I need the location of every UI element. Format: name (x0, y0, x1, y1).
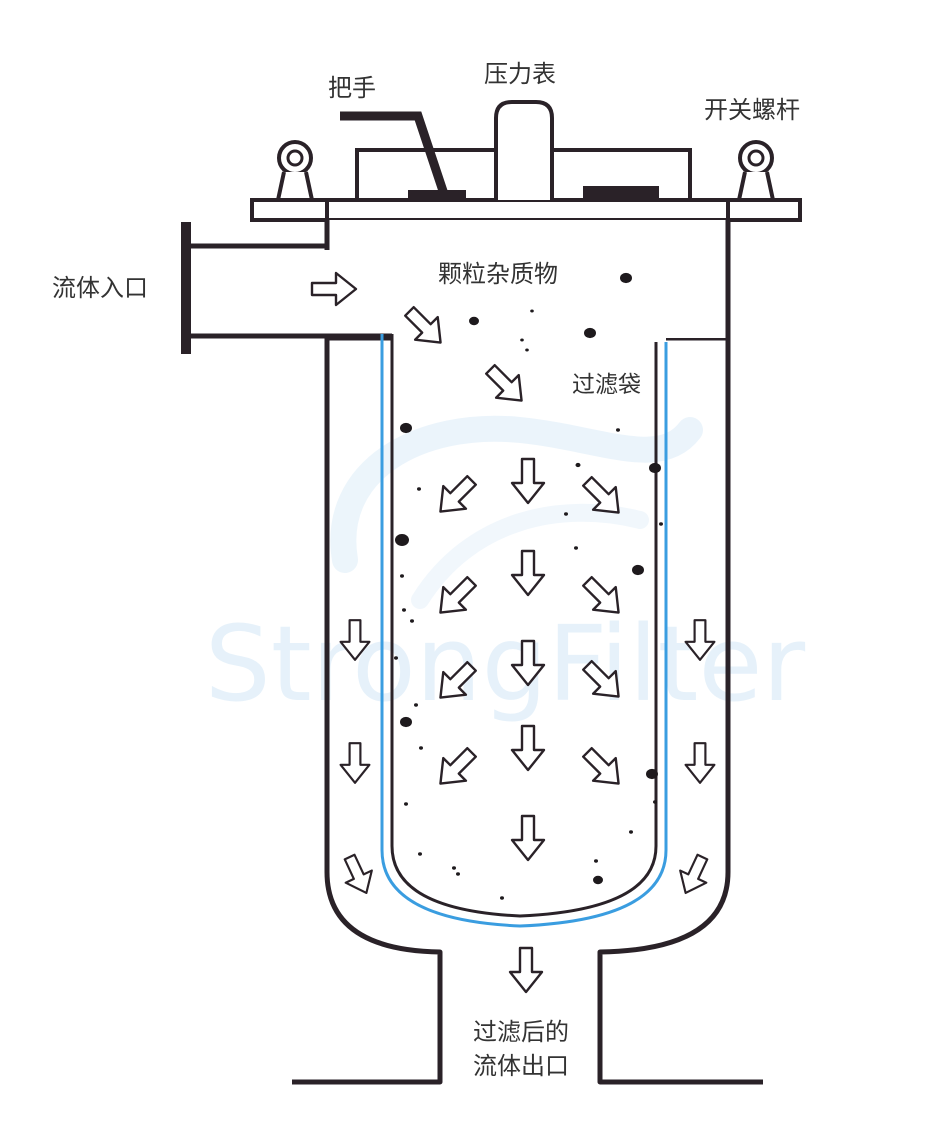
impurity-particle (564, 512, 568, 516)
label-outlet-line2: 流体出口 (473, 1052, 569, 1080)
impurity-particle (410, 619, 414, 623)
impurity-particle (400, 422, 412, 434)
impurity-particle (520, 338, 524, 342)
flow-arrow-icon (582, 476, 620, 514)
lid-seal (583, 186, 659, 200)
label-switch-bolt: 开关螺杆 (704, 96, 800, 124)
handle-icon (340, 111, 449, 196)
impurity-particle (400, 574, 404, 578)
impurity-particles (394, 272, 663, 900)
label-handle: 把手 (328, 74, 376, 102)
impurity-particle (469, 316, 479, 326)
flow-arrow-icon (510, 457, 546, 505)
flow-arrow-icon (684, 742, 716, 784)
flow-arrow-icon (679, 853, 709, 895)
impurity-particle (653, 800, 657, 804)
flow-arrow-icon (439, 661, 477, 699)
handle-base (408, 190, 466, 200)
label-impurities: 颗粒杂质物 (438, 260, 558, 288)
watermark-text: StrongFilter (205, 603, 806, 725)
flow-arrow-icon (582, 576, 620, 614)
flow-arrow-icon (510, 724, 546, 772)
flow-arrow-icon (339, 742, 371, 784)
pressure-gauge-icon (494, 100, 554, 200)
flow-arrow-icon (582, 747, 620, 785)
top-flange (250, 198, 802, 222)
impurity-particle (404, 802, 408, 806)
impurity-particle (530, 309, 534, 313)
impurity-particle (593, 875, 603, 885)
impurity-particle (659, 522, 663, 526)
flow-arrow-icon (582, 660, 620, 698)
impurity-particle (646, 768, 658, 780)
label-outlet-line1: 过滤后的 (473, 1018, 569, 1046)
filter-bag-inner (390, 334, 658, 918)
impurity-particle (456, 872, 460, 876)
watermark-logo (330, 415, 703, 609)
impurity-particle (402, 608, 406, 612)
flow-arrow-icon (508, 946, 544, 994)
impurity-particle (500, 896, 504, 900)
label-fluid-inlet: 流体入口 (52, 274, 148, 302)
impurity-particle (414, 703, 418, 707)
impurity-particle (616, 428, 620, 432)
impurity-particle (594, 859, 598, 863)
flow-arrow-icon (510, 639, 546, 687)
flow-arrow-icon (439, 576, 477, 614)
impurity-particle (418, 852, 422, 856)
impurity-particle (632, 564, 644, 576)
filter-bag-outline (380, 334, 668, 928)
inlet-flange (181, 222, 191, 354)
flow-arrow-icon (404, 306, 442, 344)
switch-bolt-left-icon (275, 140, 315, 202)
flow-arrow-icon (439, 747, 477, 785)
top-flange-inner (327, 220, 728, 338)
flow-arrow-icon (510, 814, 546, 862)
label-filter-bag: 过滤袋 (572, 372, 641, 398)
impurity-particle (525, 348, 529, 352)
impurity-particle (419, 746, 423, 750)
impurity-particle (452, 866, 456, 870)
impurity-particle (649, 462, 661, 474)
impurity-particle (400, 716, 412, 728)
impurity-particle (417, 487, 421, 491)
inlet-pipe (186, 220, 392, 339)
switch-bolt-right-icon (736, 140, 776, 202)
impurity-particle (574, 546, 578, 550)
impurity-particle (584, 327, 596, 339)
flow-arrow-icon (310, 271, 358, 307)
flow-arrows (310, 271, 716, 994)
impurity-particle (620, 272, 632, 284)
label-pressure-gauge: 压力表 (484, 60, 556, 88)
flow-arrow-icon (485, 364, 523, 402)
impurity-particle (394, 656, 398, 660)
impurity-particle (629, 830, 633, 834)
flow-arrow-icon (439, 475, 477, 513)
flow-arrow-icon (684, 619, 716, 661)
flow-arrow-icon (510, 549, 546, 597)
impurity-particle (575, 462, 581, 468)
flow-arrow-icon (339, 619, 371, 661)
flow-arrow-icon (343, 853, 373, 895)
impurity-particle (395, 534, 409, 546)
